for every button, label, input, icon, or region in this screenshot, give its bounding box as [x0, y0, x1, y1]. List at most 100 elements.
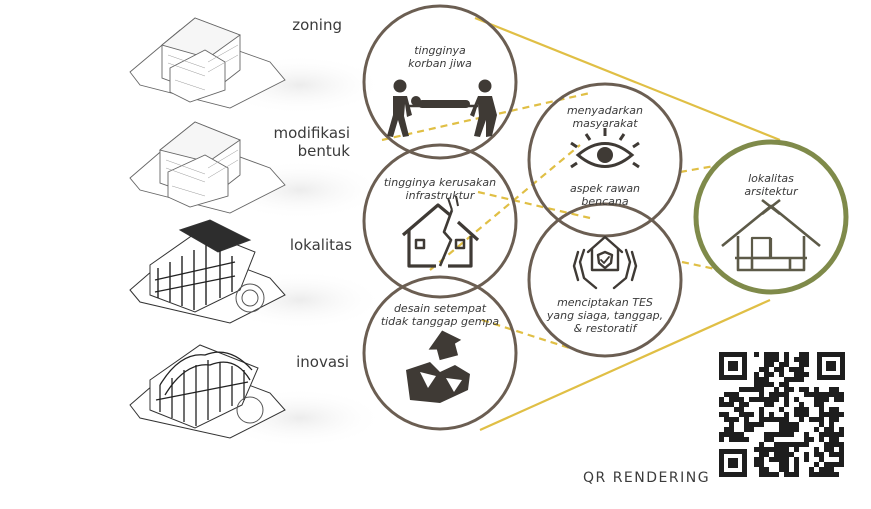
qr-module	[784, 352, 789, 357]
building-inovasi	[129, 344, 286, 439]
qr-module	[824, 432, 829, 437]
qr-module	[789, 452, 794, 457]
stage-label-inovasi: inovasi	[296, 353, 349, 371]
qr-module	[794, 397, 799, 402]
qr-module	[829, 447, 834, 452]
qr-caption: QR RENDERING	[583, 470, 711, 486]
stage-label-zoning: zoning	[292, 16, 342, 34]
circle-kerusakan-infrastruktur	[362, 143, 518, 299]
qr-module	[779, 407, 784, 412]
text-menciptakan-tes: menciptakan TES yang siaga, tanggap, & r…	[546, 296, 664, 335]
qr-module	[814, 427, 819, 432]
qr-module	[729, 417, 734, 422]
qr-module	[809, 467, 814, 472]
qr-module	[764, 472, 769, 477]
circle-lokalitas-arsitektur	[693, 139, 849, 295]
qr-module	[779, 362, 784, 367]
qr-module	[754, 462, 759, 467]
qr-module	[789, 432, 794, 437]
building-modifikasi	[129, 121, 286, 214]
qr-module	[744, 437, 749, 442]
qr-module	[774, 432, 779, 437]
qr-module	[834, 397, 839, 402]
qr-module	[799, 387, 804, 392]
qr-module	[779, 382, 784, 387]
qr-module	[804, 352, 809, 357]
qr-module	[759, 462, 764, 467]
eye-icon	[570, 128, 640, 169]
qr-module	[764, 397, 769, 402]
qr-module	[764, 452, 769, 457]
qr-module	[819, 397, 824, 402]
qr-module	[739, 402, 744, 407]
qr-module	[784, 412, 789, 417]
qr-module	[804, 407, 809, 412]
qr-module	[814, 397, 819, 402]
qr-module	[764, 437, 769, 442]
qr-module	[774, 352, 779, 357]
qr-module	[729, 437, 734, 442]
qr-module	[809, 437, 814, 442]
qr-module	[784, 377, 789, 382]
qr-module	[804, 437, 809, 442]
qr-module	[834, 392, 839, 397]
qr-module	[759, 457, 764, 462]
qr-module	[784, 357, 789, 362]
qr-module	[799, 352, 804, 357]
qr-module	[729, 427, 734, 432]
qr-module	[774, 357, 779, 362]
qr-module	[719, 432, 724, 437]
qr-module	[759, 467, 764, 472]
qr-module	[784, 457, 789, 462]
qr-module	[829, 427, 834, 432]
qr-module	[764, 402, 769, 407]
qr-module	[834, 407, 839, 412]
qr-module	[729, 392, 734, 397]
qr-module	[769, 402, 774, 407]
qr-module	[794, 462, 799, 467]
qr-module	[734, 407, 739, 412]
qr-module	[804, 387, 809, 392]
qr-module	[789, 387, 794, 392]
qr-module	[764, 467, 769, 472]
qr-module	[819, 467, 824, 472]
qr-module	[769, 417, 774, 422]
qr-module	[839, 447, 844, 452]
qr-module	[784, 402, 789, 407]
qr-module	[799, 407, 804, 412]
qr-module	[759, 407, 764, 412]
qr-module	[799, 442, 804, 447]
qr-module	[829, 442, 834, 447]
qr-module	[839, 457, 844, 462]
qr-code[interactable]	[716, 350, 848, 480]
qr-module	[779, 432, 784, 437]
qr-module	[839, 452, 844, 457]
cracked-house-icon	[401, 195, 480, 268]
qr-module	[774, 452, 779, 457]
text-desain-setempat: desain setempat tidak tanggap gempa	[380, 302, 500, 328]
qr-module	[799, 372, 804, 377]
qr-module	[819, 392, 824, 397]
qr-module	[829, 407, 834, 412]
text-lokalitas-arsitektur: lokalitas arsitektur	[744, 172, 798, 198]
qr-module	[814, 462, 819, 467]
qr-module	[824, 472, 829, 477]
qr-module	[809, 472, 814, 477]
qr-module	[784, 362, 789, 367]
qr-module	[839, 442, 844, 447]
qr-module	[779, 447, 784, 452]
qr-module	[724, 392, 729, 397]
qr-module	[769, 432, 774, 437]
qr-module	[759, 452, 764, 457]
qr-module	[759, 412, 764, 417]
qr-module	[804, 412, 809, 417]
traditional-house-icon	[721, 198, 821, 272]
qr-module	[824, 397, 829, 402]
qr-module	[754, 447, 759, 452]
qr-module	[829, 412, 834, 417]
stage-label-modifikasi: modifikasi bentuk	[273, 124, 350, 160]
qr-module	[829, 432, 834, 437]
qr-module	[794, 372, 799, 377]
qr-module	[764, 377, 769, 382]
qr-module	[834, 417, 839, 422]
